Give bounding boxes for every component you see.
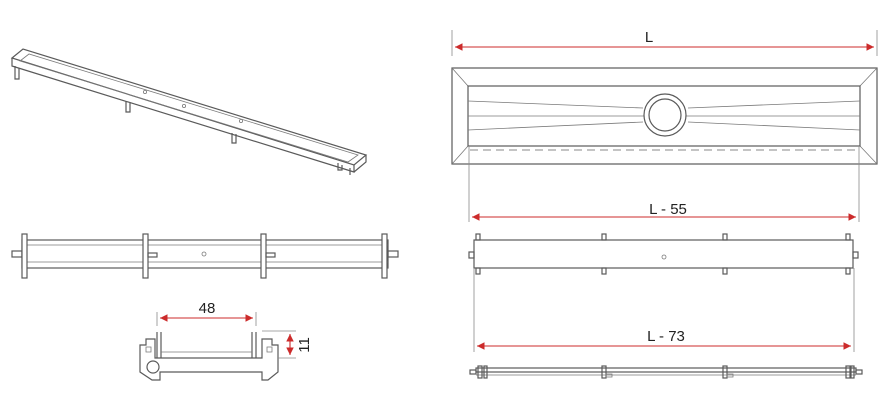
overall-length-label: L	[645, 29, 653, 46]
grate-length-label: L - 55	[649, 201, 687, 218]
frame-elevation-view: L - 73	[469, 268, 863, 379]
frame-length-label: L - 73	[647, 328, 685, 345]
grate-top-view: L	[451, 29, 878, 165]
channel-width-label: 48	[199, 300, 216, 317]
grate-elevation-view: L - 55	[468, 146, 860, 275]
side-elevation-view	[11, 233, 399, 279]
channel-height-label: 11	[296, 337, 313, 353]
cross-section-view: 48 11	[139, 300, 313, 381]
isometric-frame-view	[10, 48, 368, 175]
